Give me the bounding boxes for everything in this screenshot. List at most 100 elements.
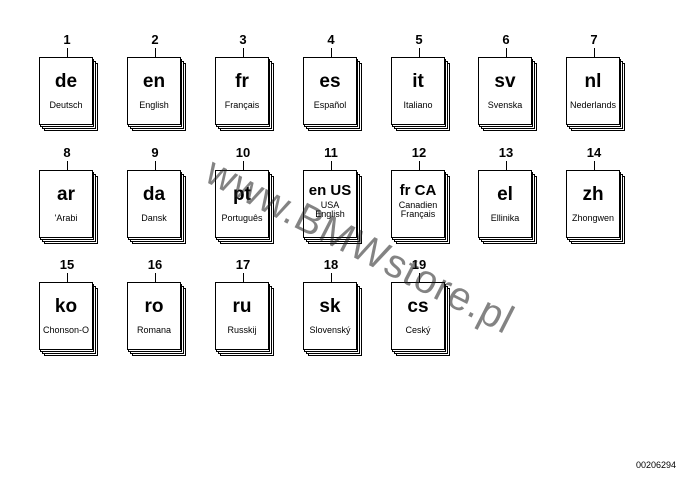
language-name: Ellinika bbox=[479, 213, 531, 223]
item-number: 4 bbox=[327, 32, 335, 47]
leader-line bbox=[67, 161, 68, 172]
language-name: Zhongwen bbox=[567, 213, 619, 223]
item-number: 18 bbox=[323, 257, 339, 272]
item-number: 15 bbox=[59, 257, 75, 272]
language-code: da bbox=[142, 184, 166, 205]
language-code: ko bbox=[54, 296, 78, 317]
language-name-line: Italiano bbox=[403, 100, 433, 110]
item-number: 12 bbox=[411, 145, 427, 160]
item-number: 3 bbox=[239, 32, 247, 47]
language-name-line: Nederlands bbox=[569, 100, 617, 110]
language-code: it bbox=[412, 71, 424, 92]
language-name-line: USA bbox=[320, 200, 340, 210]
leader-line bbox=[331, 273, 332, 284]
language-name: Nederlands bbox=[567, 100, 619, 110]
leader-line bbox=[594, 161, 595, 172]
language-name: Dansk bbox=[128, 213, 180, 223]
item-number: 7 bbox=[590, 32, 598, 47]
language-name: Español bbox=[304, 100, 356, 110]
language-name: Chonson-O bbox=[40, 325, 92, 335]
item-number: 14 bbox=[586, 145, 602, 160]
leader-line bbox=[506, 48, 507, 59]
leader-line bbox=[155, 273, 156, 284]
language-name: Français bbox=[216, 100, 268, 110]
language-name-line: Deutsch bbox=[49, 100, 83, 110]
item-number: 9 bbox=[151, 145, 159, 160]
language-name-line: Chonson-O bbox=[42, 325, 90, 335]
language-name-line: 'Arabi bbox=[54, 213, 78, 223]
item-number: 16 bbox=[147, 257, 163, 272]
language-name: Ceský bbox=[392, 325, 444, 335]
leader-line bbox=[331, 161, 332, 172]
language-code: nl bbox=[584, 71, 602, 92]
language-name-line: Español bbox=[313, 100, 347, 110]
language-name-line: Canadien bbox=[398, 200, 438, 210]
language-code: fr bbox=[235, 71, 249, 92]
language-name: Italiano bbox=[392, 100, 444, 110]
item-number: 10 bbox=[235, 145, 251, 160]
leader-line bbox=[594, 48, 595, 59]
language-name-line: Français bbox=[224, 100, 260, 110]
item-number: 5 bbox=[415, 32, 423, 47]
language-name-line: Russkij bbox=[227, 325, 257, 335]
item-number: 6 bbox=[502, 32, 510, 47]
language-name-line: English bbox=[139, 100, 169, 110]
language-name-line: Ceský bbox=[405, 325, 431, 335]
language-name: 'Arabi bbox=[40, 213, 92, 223]
language-name-line: Slovenský bbox=[309, 325, 351, 335]
item-number: 8 bbox=[63, 145, 71, 160]
language-code: sv bbox=[494, 71, 516, 92]
item-number: 1 bbox=[63, 32, 71, 47]
language-name: Português bbox=[216, 213, 268, 223]
language-code: zh bbox=[582, 184, 604, 205]
language-code: es bbox=[319, 71, 341, 92]
item-number: 17 bbox=[235, 257, 251, 272]
language-name: Slovenský bbox=[304, 325, 356, 335]
language-name-line: Dansk bbox=[141, 213, 167, 223]
item-number: 2 bbox=[151, 32, 159, 47]
language-code: fr CA bbox=[399, 182, 437, 199]
language-name-line: Romana bbox=[136, 325, 172, 335]
language-code: sk bbox=[319, 296, 341, 317]
language-name-line: Svenska bbox=[487, 100, 523, 110]
leader-line bbox=[155, 48, 156, 59]
language-name-line: English bbox=[315, 209, 345, 219]
leader-line bbox=[243, 273, 244, 284]
language-code: ru bbox=[232, 296, 252, 317]
language-code: pt bbox=[233, 184, 251, 205]
item-number: 11 bbox=[324, 145, 338, 160]
language-name-line: Français bbox=[400, 209, 436, 219]
